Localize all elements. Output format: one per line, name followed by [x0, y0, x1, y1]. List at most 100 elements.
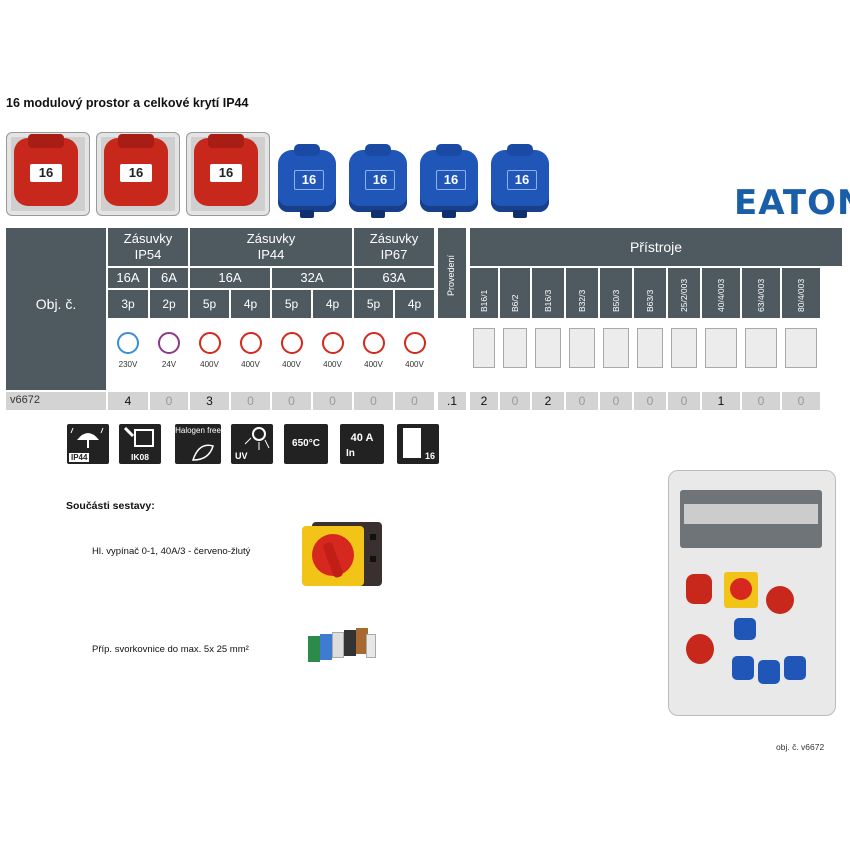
- device-image-cell: [566, 320, 598, 390]
- page-title: 16 modulový prostor a celkové krytí IP44: [6, 96, 249, 110]
- socket-pin-icon: [117, 332, 139, 354]
- device-qty: 0: [578, 394, 586, 408]
- socket-pin-cell: 400V: [190, 320, 229, 390]
- group-sub: IP44: [257, 247, 285, 262]
- ip44-icon: IP44: [67, 424, 109, 464]
- socket-voltage: 400V: [405, 360, 424, 369]
- socket-pin-icon: [239, 332, 262, 354]
- device-label: B16/3: [543, 289, 553, 312]
- amp-6a: 6A: [150, 268, 188, 288]
- socket-pin-cell: 400V: [272, 320, 311, 390]
- device-qty: 0: [797, 394, 805, 408]
- breaker-image: [503, 328, 527, 368]
- distribution-box-image: [668, 470, 836, 716]
- device-qty-cell: 0: [742, 392, 780, 410]
- socket-label: 16: [365, 170, 395, 190]
- breaker-image: [535, 328, 561, 368]
- device-qty-cell: 0: [668, 392, 700, 410]
- pole: 3p: [108, 290, 148, 318]
- socket-label: 16: [294, 170, 324, 190]
- ip-label: IP44: [69, 453, 90, 462]
- socket-qty-cell: 3: [190, 392, 229, 410]
- ik-label: IK08: [131, 452, 149, 462]
- group-sub: IP54: [134, 247, 162, 262]
- socket-pin-icon: [403, 332, 426, 354]
- socket-voltage: 400V: [323, 360, 342, 369]
- pole: 5p: [354, 290, 393, 318]
- device-qty: 1: [717, 394, 725, 408]
- device-qty-cell: 0: [782, 392, 820, 410]
- device-header: B6/2: [500, 268, 530, 318]
- image-caption: obj. č. v6672: [776, 742, 825, 752]
- uv-icon: UV: [231, 424, 273, 464]
- socket-label: 16: [120, 164, 152, 182]
- device-image-cell: [742, 320, 780, 390]
- amp-32a: 32A: [272, 268, 352, 288]
- device-qty: 0: [757, 394, 765, 408]
- socket-pin-cell: 400V: [231, 320, 270, 390]
- device-image-cell: [634, 320, 666, 390]
- socket-pin-icon: [280, 332, 303, 354]
- socket-qty: 0: [247, 394, 254, 408]
- device-qty-cell: 0: [600, 392, 632, 410]
- provedeni-value-cell: .1: [438, 392, 466, 410]
- current-rating-icon: 40 A In: [340, 424, 384, 464]
- breaker-image: [603, 328, 629, 368]
- device-qty-cell: 0: [634, 392, 666, 410]
- device-label: 63/4/003: [756, 278, 766, 312]
- socket-pin-icon: [198, 332, 221, 354]
- obj-label: Obj. č.: [35, 296, 77, 312]
- pole: 5p: [272, 290, 311, 318]
- modules-icon: 16: [397, 424, 439, 464]
- main-switch-image: [302, 520, 384, 592]
- socket-label: 16: [507, 170, 537, 190]
- device-qty: 0: [680, 394, 688, 408]
- amp-sub-label: In: [346, 448, 355, 459]
- amp-label: 40 A: [350, 432, 374, 444]
- socket-voltage: 230V: [118, 360, 138, 369]
- socket-pin-icon: [362, 332, 385, 354]
- switch-description: Hl. vypínač 0-1, 40A/3 - červeno-žlutý: [92, 546, 251, 557]
- socket-voltage: 400V: [241, 360, 260, 369]
- ik08-icon: IK08: [119, 424, 161, 464]
- group-name: Zásuvky: [246, 231, 296, 246]
- socket-qty-cell: 0: [354, 392, 393, 410]
- device-qty-cell: 1: [702, 392, 740, 410]
- device-image-cell: [702, 320, 740, 390]
- amp-63a: 63A: [354, 268, 434, 288]
- uv-label: UV: [235, 451, 248, 461]
- socket-pin-cell: 24V: [150, 320, 188, 390]
- device-header: 25/2/003: [668, 268, 700, 318]
- red-socket-16a: 16: [96, 132, 180, 216]
- device-label: B63/3: [645, 289, 655, 312]
- breaker-image: [785, 328, 817, 368]
- terminal-description: Příp. svorkovnice do max. 5x 25 mm²: [92, 644, 249, 655]
- device-label: B6/2: [510, 294, 520, 313]
- socket-label: 16: [30, 164, 62, 182]
- red-socket-16a: 16: [6, 132, 90, 216]
- device-qty-cell: 2: [532, 392, 564, 410]
- group-ip67-header: Zásuvky IP67: [354, 228, 434, 266]
- socket-qty-cell: 0: [150, 392, 188, 410]
- socket-voltage: 24V: [161, 360, 177, 369]
- group-name: Zásuvky: [123, 231, 173, 246]
- device-header: 63/4/003: [742, 268, 780, 318]
- pole: 4p: [313, 290, 352, 318]
- breaker-image: [569, 328, 595, 368]
- device-qty: 0: [646, 394, 654, 408]
- device-image-cell: [532, 320, 564, 390]
- pristroje-header: Přístroje: [470, 228, 842, 266]
- socket-voltage: 400V: [282, 360, 301, 369]
- device-qty: 0: [612, 394, 620, 408]
- pole: 5p: [190, 290, 229, 318]
- pole: 2p: [150, 290, 188, 318]
- socket-pin-cell: 400V: [313, 320, 352, 390]
- device-label: 25/2/003: [679, 278, 689, 312]
- socket-qty-cell: 0: [395, 392, 434, 410]
- device-qty: 2: [544, 394, 552, 408]
- socket-voltage: 400V: [200, 360, 219, 369]
- device-label: B32/3: [577, 289, 587, 312]
- eaton-logo: EATON: [734, 183, 850, 223]
- device-label: 80/4/003: [796, 278, 806, 312]
- breaker-image: [745, 328, 777, 368]
